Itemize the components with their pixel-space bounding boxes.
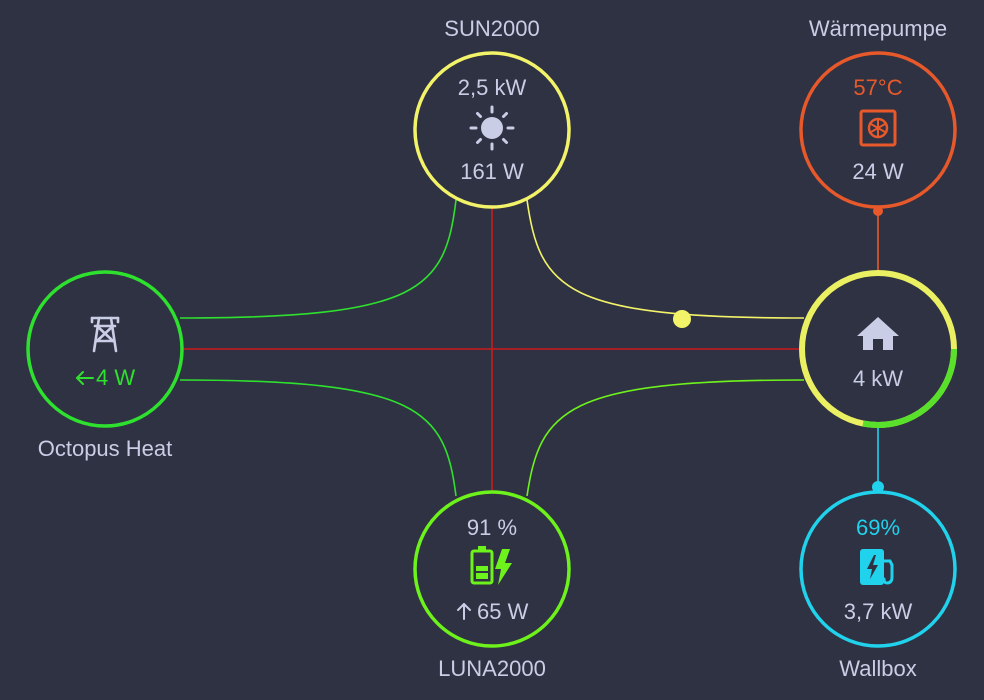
transmission-tower-icon [90, 316, 120, 353]
grid-name-label: Octopus Heat [37, 436, 173, 461]
heat-pump-icon [859, 109, 897, 147]
battery-power-value: 65 W [477, 599, 529, 624]
battery-to-home-line [526, 379, 805, 497]
wallbox-flow-dot [872, 481, 884, 493]
home-consumption-value: 4 kW [852, 366, 904, 391]
wallbox-soc-value: 69% [855, 515, 901, 540]
wallbox-name-label: Wallbox [839, 656, 917, 681]
grid-export-arrow-icon [76, 371, 94, 385]
solar-production-value: 2,5 kW [457, 75, 527, 100]
battery-charging-icon [470, 546, 512, 585]
battery-name-label: LUNA2000 [438, 656, 546, 681]
home-icon [857, 317, 899, 350]
heatpump-name-label: Wärmepumpe [808, 16, 948, 41]
ev-charger-icon [860, 549, 894, 585]
grid-to-battery-line [179, 379, 457, 497]
solar-to-home-line [526, 199, 805, 319]
home-ring-grid-segment [862, 348, 957, 428]
solar-to-grid-line [179, 199, 457, 319]
battery-charge-arrow-icon [457, 603, 471, 620]
solar-secondary-value: 161 W [460, 159, 524, 184]
sun-icon [469, 105, 515, 151]
grid-circle[interactable] [26, 270, 184, 428]
heatpump-temperature-value: 57°C [853, 75, 903, 100]
solar-flow-dot [673, 310, 691, 328]
heatpump-power-value: 24 W [852, 159, 904, 184]
solar-name-label: SUN2000 [444, 16, 540, 41]
grid-power-value: 4 W [96, 365, 136, 390]
wallbox-power-value: 3,7 kW [843, 599, 913, 624]
battery-soc-value: 91 % [466, 515, 518, 540]
